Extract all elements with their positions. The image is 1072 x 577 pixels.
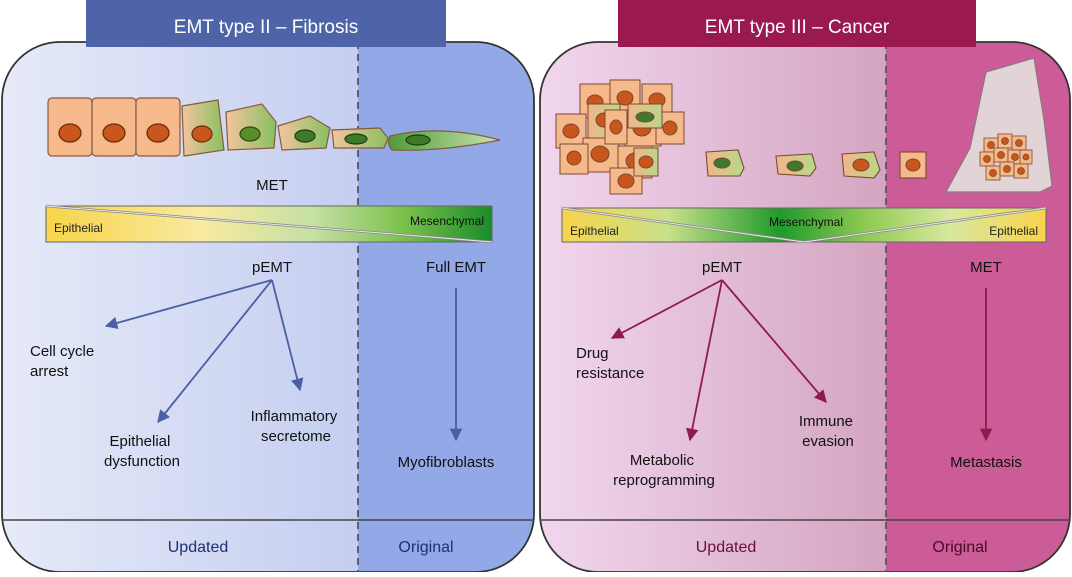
nucleus [786, 160, 804, 172]
left-original-zone [358, 42, 534, 572]
left-footer-original: Original [398, 539, 453, 556]
left-footer-updated: Updated [168, 539, 229, 556]
left-bar-epithelial: Epithelial [54, 221, 103, 235]
nucleus [905, 158, 921, 172]
arrow-to-cell-cycle [104, 279, 273, 330]
left-header [86, 0, 446, 47]
arrow-to-metabolic [686, 279, 723, 442]
right-pemt-label: pEMT [702, 259, 742, 276]
nucleus [191, 125, 213, 143]
nucleus [239, 126, 261, 142]
nucleus [146, 123, 170, 143]
left-pemt-label: pEMT [252, 259, 292, 276]
arrow-to-immune-evasion [721, 279, 827, 403]
left-title: EMT type II – Fibrosis [174, 17, 358, 38]
nucleus [713, 157, 731, 169]
migrating-cell [899, 151, 927, 179]
right-arrows [610, 279, 993, 442]
right-header [618, 0, 976, 47]
nucleus [852, 158, 870, 172]
nucleus [405, 134, 431, 146]
outcome-drug-resistance: Drug resistance [576, 345, 644, 382]
left-gradient-bar [45, 204, 493, 244]
left-full-emt-label: Full EMT [426, 259, 486, 276]
right-met-label: MET [970, 259, 1002, 276]
outcome-inflammatory-secretome: Inflammatory secretome [251, 408, 342, 445]
outcome-metastasis: Metastasis [950, 454, 1022, 471]
outcome-myofibroblasts: Myofibroblasts [398, 454, 495, 471]
migrating-cells [705, 149, 927, 179]
nucleus [58, 123, 82, 143]
outcome-cell-cycle: Cell cycle arrest [30, 343, 98, 380]
tumor-cluster [555, 79, 685, 195]
left-met-label: MET [256, 177, 288, 194]
right-footer-updated: Updated [696, 539, 757, 556]
arrow-to-epithelial-dysfunction [157, 279, 273, 423]
outcome-epithelial-dysfunction: Epithelial dysfunction [104, 433, 180, 470]
left-bar-mesenchymal: Mesenchymal [410, 214, 484, 228]
right-bar-epithelial-left: Epithelial [570, 224, 619, 238]
metastatic-site [944, 57, 1053, 193]
nucleus [344, 133, 368, 145]
right-bar-mesenchymal: Mesenchymal [769, 215, 843, 229]
nucleus [294, 129, 316, 143]
left-arrows [104, 279, 463, 442]
right-panel: EMT type III – Cancer [539, 0, 1071, 573]
right-footer-original: Original [932, 539, 987, 556]
outcome-immune-evasion: Immune evasion [799, 413, 857, 450]
right-gradient-bar [561, 206, 1047, 244]
outcome-metabolic-reprogramming: Metabolic reprogramming [613, 452, 715, 489]
arrow-to-inflammatory [271, 279, 304, 392]
arrow-to-drug-resistance [610, 279, 723, 339]
right-bar-epithelial-right: Epithelial [989, 224, 1038, 238]
right-title: EMT type III – Cancer [705, 17, 890, 38]
left-cell-row [47, 97, 501, 157]
left-panel: EMT type II – Fibrosis MET [1, 0, 535, 573]
nucleus [102, 123, 126, 143]
